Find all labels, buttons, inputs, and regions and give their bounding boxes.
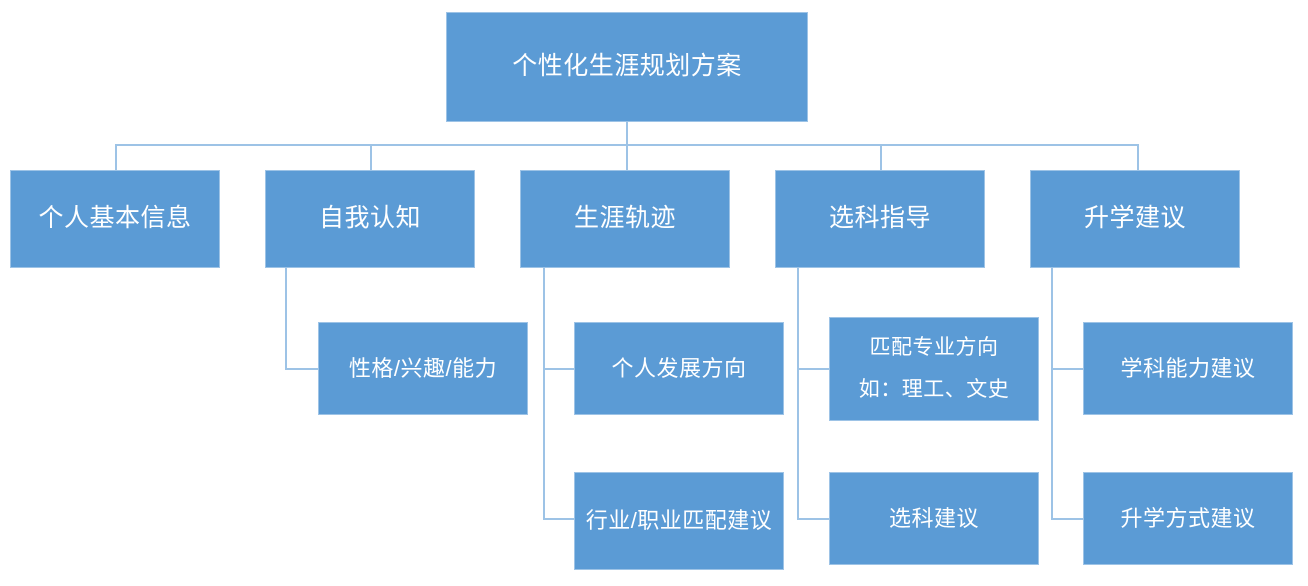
node-personal-info[interactable]: 个人基本信息 <box>10 170 220 268</box>
connector-stub-career-path-2 <box>543 518 575 520</box>
node-root-label: 个性化生涯规划方案 <box>512 52 742 81</box>
node-subject-guidance-label: 选科指导 <box>828 204 931 233</box>
connector-stub-career-path-1 <box>543 368 575 370</box>
connector-stub-subject-guidance-2 <box>797 518 830 520</box>
connector-spine-self-cognition <box>285 268 287 370</box>
connector-drop-5 <box>1137 144 1139 171</box>
connector-drop-1 <box>115 144 117 171</box>
connector-drop-2 <box>370 144 372 171</box>
node-further-education-method-advice[interactable]: 升学方式建议 <box>1083 472 1293 565</box>
node-industry-career-matching-advice[interactable]: 行业/职业匹配建议 <box>574 472 784 570</box>
connector-stub-self-cognition-1 <box>285 368 319 370</box>
connector-spine-subject-guidance <box>797 268 799 520</box>
connector-drop-4 <box>880 144 882 171</box>
node-career-path[interactable]: 生涯轨迹 <box>520 170 730 268</box>
node-personal-info-label: 个人基本信息 <box>38 204 192 233</box>
node-personality-interest-ability-label: 性格/兴趣/能力 <box>348 355 498 381</box>
connector-stub-subject-guidance-1 <box>797 368 830 370</box>
node-self-cognition[interactable]: 自我认知 <box>265 170 475 268</box>
node-subject-ability-advice[interactable]: 学科能力建议 <box>1083 322 1293 415</box>
node-matching-major-direction-label-line1: 匹配专业方向 <box>869 335 999 359</box>
node-industry-career-matching-advice-label: 行业/职业匹配建议 <box>585 508 773 534</box>
node-personality-interest-ability[interactable]: 性格/兴趣/能力 <box>318 322 528 415</box>
node-subject-selection-advice[interactable]: 选科建议 <box>829 472 1039 565</box>
connector-drop-3 <box>626 144 628 171</box>
node-subject-guidance[interactable]: 选科指导 <box>775 170 985 268</box>
connector-spine-career-path <box>543 268 545 520</box>
node-self-cognition-label: 自我认知 <box>318 204 421 233</box>
connector-root-stem <box>626 122 628 145</box>
node-personal-development-direction-label: 个人发展方向 <box>611 355 747 381</box>
node-personal-development-direction[interactable]: 个人发展方向 <box>574 322 784 415</box>
node-further-education-label: 升学建议 <box>1083 204 1186 233</box>
node-further-education[interactable]: 升学建议 <box>1030 170 1240 268</box>
node-subject-ability-advice-label: 学科能力建议 <box>1120 355 1256 381</box>
node-subject-selection-advice-label: 选科建议 <box>888 505 979 531</box>
node-matching-major-direction-label-line2: 如：理工、文史 <box>858 378 1010 401</box>
connector-stub-further-education-1 <box>1051 368 1084 370</box>
node-career-path-label: 生涯轨迹 <box>573 204 676 233</box>
node-matching-major-direction[interactable]: 匹配专业方向 如：理工、文史 <box>829 317 1039 421</box>
connector-stub-further-education-2 <box>1051 518 1084 520</box>
node-further-education-method-advice-label: 升学方式建议 <box>1120 505 1256 531</box>
node-root[interactable]: 个性化生涯规划方案 <box>446 12 808 122</box>
connector-spine-further-education <box>1051 268 1053 520</box>
